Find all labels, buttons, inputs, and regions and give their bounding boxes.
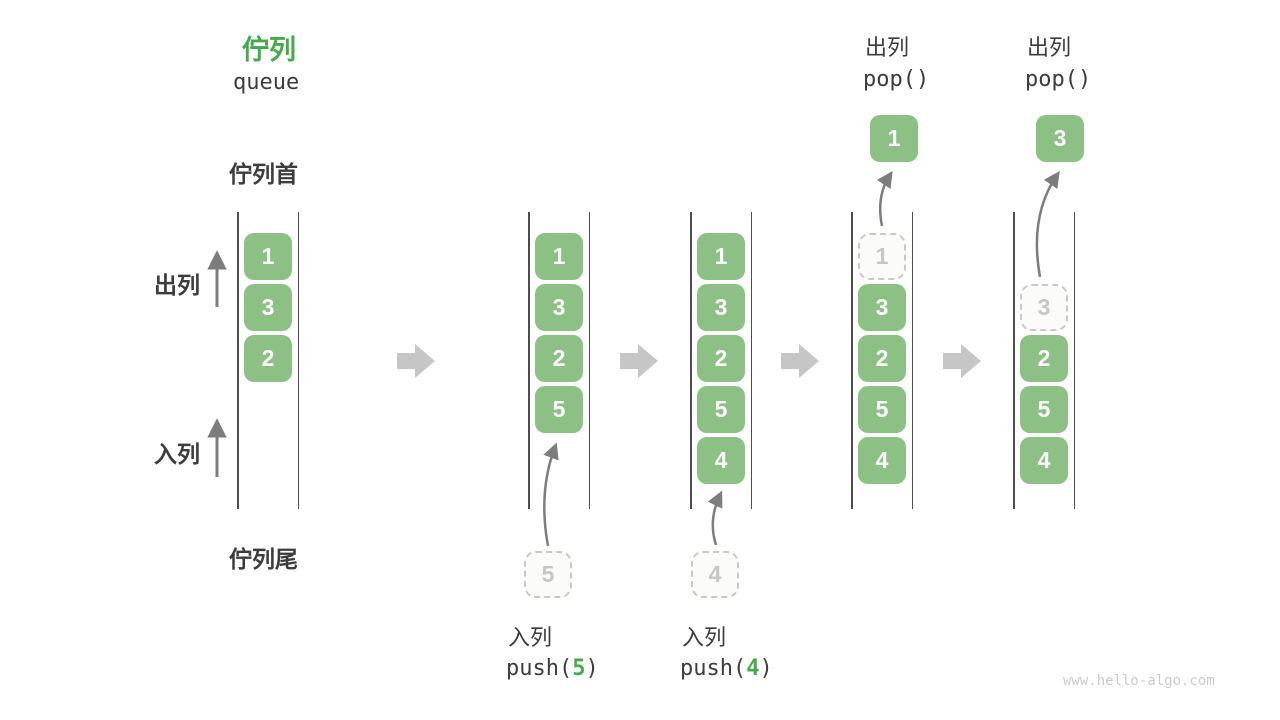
queue-element: 4 [858,437,906,484]
track-line-left [851,212,853,509]
queue-element: 5 [535,386,583,433]
queue-state-3: 1 3 2 5 4 [690,0,752,720]
push4-code: push(4) [680,656,773,681]
queue-element: 3 [244,284,292,331]
track-line-left [237,212,239,509]
watermark: www.hello-algo.com [1063,673,1215,689]
queue-state-4: 1 3 2 5 4 [851,0,913,720]
state-transition-arrow-2 [620,344,658,378]
push5-code-close: ) [585,656,599,681]
push5-arg: 5 [572,656,586,681]
queue-element: 2 [1020,335,1068,382]
track-line-left [690,212,692,509]
track-line-right [911,212,913,509]
popped-element-3: 3 [1036,115,1084,162]
pop2-code: pop() [1025,67,1092,92]
queue-element: 4 [1020,437,1068,484]
queue-element: 1 [244,233,292,280]
queue-element: 3 [858,284,906,331]
pop2-label: 出列 [1027,35,1072,60]
incoming-element-5: 5 [524,551,572,598]
popped-element-1: 1 [870,115,918,162]
queue-state-2: 1 3 2 5 [528,0,590,720]
queue-element: 5 [697,386,745,433]
state-transition-arrow-4 [943,344,981,378]
pop1-code: pop() [863,67,930,92]
removed-element-slot: 1 [858,233,906,280]
state-transition-arrow-3 [781,344,819,378]
push4-arg: 4 [746,656,760,681]
track-line-right [297,212,299,509]
label-dequeue: 出列 [154,272,200,298]
queue-element: 5 [858,386,906,433]
queue-state-1: 1 3 2 [237,0,299,720]
track-line-right [1073,212,1075,509]
queue-element: 2 [244,335,292,382]
state-transition-arrow-1 [397,344,435,378]
push4-code-close: ) [759,656,773,681]
push4-label: 入列 [682,625,727,650]
title-zh: 佇列 [242,35,296,65]
label-queue-front: 佇列首 [229,161,298,187]
queue-element: 2 [697,335,745,382]
label-queue-rear: 佇列尾 [229,546,298,572]
queue-element: 1 [535,233,583,280]
queue-element: 5 [1020,386,1068,433]
push5-code-open: push( [506,656,573,681]
queue-element: 3 [535,284,583,331]
track-line-left [1013,212,1015,509]
queue-element: 3 [697,284,745,331]
pop1-label: 出列 [865,35,910,60]
title-en: queue [233,70,300,95]
removed-element-slot: 3 [1020,284,1068,331]
push5-code: push(5) [506,656,599,681]
push4-code-open: push( [680,656,747,681]
queue-state-5: 3 2 5 4 [1013,0,1075,720]
push5-label: 入列 [508,625,553,650]
track-line-right [588,212,590,509]
queue-element: 4 [697,437,745,484]
track-line-left [528,212,530,509]
track-line-right [750,212,752,509]
queue-element: 1 [697,233,745,280]
queue-element: 2 [535,335,583,382]
queue-element: 2 [858,335,906,382]
label-enqueue: 入列 [154,441,200,467]
incoming-element-4: 4 [691,551,739,598]
